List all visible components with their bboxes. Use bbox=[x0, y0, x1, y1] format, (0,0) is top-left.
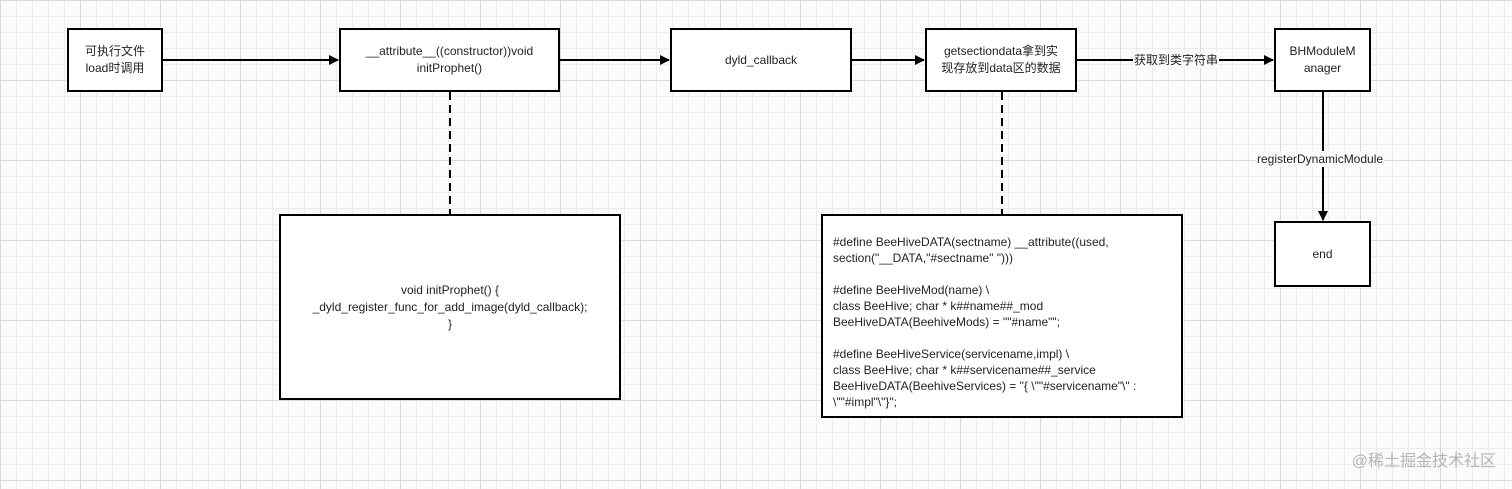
beehive-macros-text: #define BeeHiveDATA(sectname) __attribut… bbox=[833, 235, 1137, 409]
end-label: end bbox=[1312, 246, 1333, 261]
constructor-attribute-node: __attribute__((constructor))void initPro… bbox=[339, 28, 560, 92]
end-node: end bbox=[1274, 221, 1371, 287]
edge-label-register-dynamic-module: registerDynamicModule bbox=[1256, 151, 1385, 167]
edge-label-get-class-string: 获取到类字符串 bbox=[1133, 52, 1220, 68]
dyld-callback-node: dyld_callback bbox=[670, 28, 852, 92]
getsectiondata-node: getsectiondata拿到实 现存放到data区的数据 bbox=[925, 28, 1077, 92]
executable-load-label: 可执行文件 load时调用 bbox=[84, 44, 145, 75]
watermark-text: @稀土掘金技术社区 bbox=[1351, 453, 1496, 470]
beehive-macros-node: #define BeeHiveDATA(sectname) __attribut… bbox=[821, 214, 1183, 418]
executable-load-node: 可执行文件 load时调用 bbox=[67, 28, 163, 92]
bhmodule-manager-label: BHModuleM anager bbox=[1289, 44, 1356, 75]
constructor-attribute-label: __attribute__((constructor))void initPro… bbox=[365, 44, 534, 75]
init-prophet-code-node: void initProphet() { _dyld_register_func… bbox=[279, 214, 621, 400]
bhmodule-manager-node: BHModuleM anager bbox=[1274, 28, 1371, 92]
init-prophet-code-text: void initProphet() { _dyld_register_func… bbox=[312, 282, 588, 331]
dyld-callback-label: dyld_callback bbox=[724, 52, 798, 67]
getsectiondata-label: getsectiondata拿到实 现存放到data区的数据 bbox=[941, 44, 1061, 75]
